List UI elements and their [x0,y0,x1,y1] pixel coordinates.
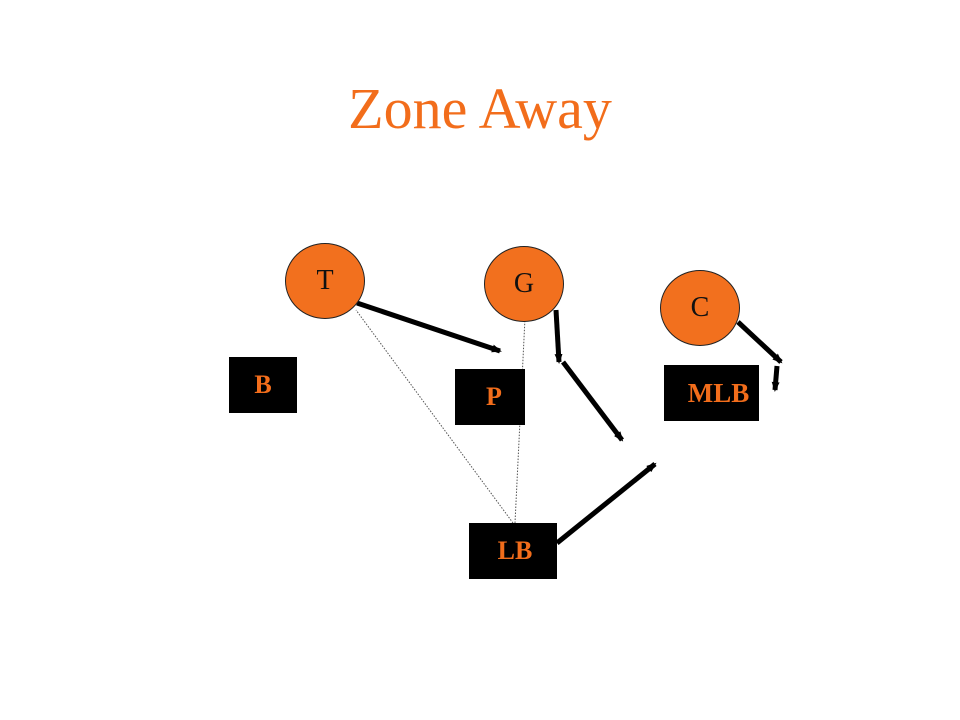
defender-lb: LB [469,523,557,579]
center-down-arrow [771,365,780,392]
defender-p: P [455,369,525,425]
defender-back-label: B [254,370,272,399]
center-label: C [690,292,710,323]
guard-climb-arrow [561,360,624,442]
defender-mlb: MLB [664,365,759,421]
read-line-lb-to-tackle [355,309,514,524]
guard-label: G [513,268,535,299]
center-reach-arrow [736,320,783,364]
center-player: C [660,270,740,346]
tackle-block-arrow [356,300,502,354]
defender-p-label: P [486,382,502,411]
defender-lb-label: LB [497,536,533,565]
defender-mlb-label: MLB [687,377,750,408]
defender-back: B [229,357,297,413]
linebacker-pursuit-arrow [555,462,657,545]
slide-title: Zone Away [348,76,612,141]
tackle-label: T [316,265,334,296]
guard-player: G [484,246,564,322]
guard-step-arrow [553,309,563,364]
tackle-player: T [285,243,365,319]
